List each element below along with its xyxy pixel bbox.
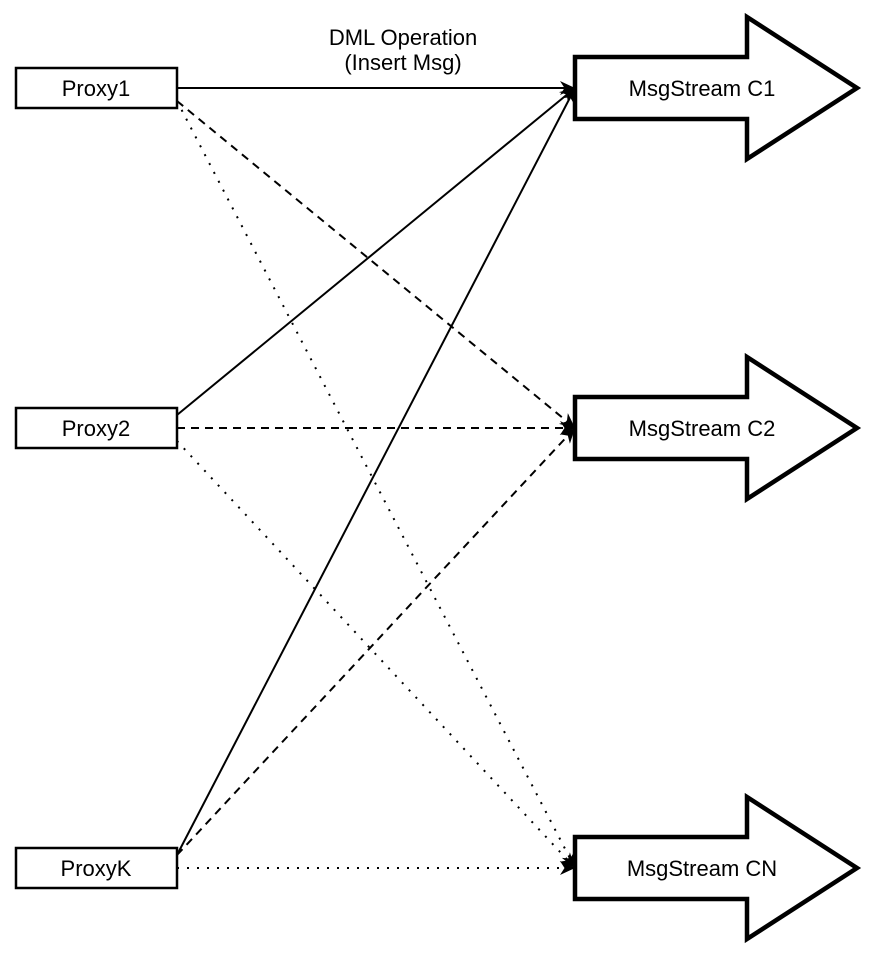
edge-proxyK-c2-dashed [176, 427, 576, 856]
proxyK-box [14, 846, 179, 890]
edges-layer [176, 81, 576, 875]
stream-node-cn: MsgStream CN [572, 792, 862, 944]
stream-node-c1: MsgStream C1 [572, 12, 862, 164]
edge-proxyK-c1-solid [176, 87, 576, 856]
stream-node-c2: MsgStream C2 [572, 352, 862, 504]
proxy1-label: Proxy1 [62, 76, 130, 101]
c1-block-arrow-icon [572, 12, 862, 164]
c2-label: MsgStream C2 [629, 416, 776, 441]
edge-proxy2-cn-dotted [176, 440, 576, 869]
proxy2-box [14, 406, 179, 450]
proxy1-box [14, 66, 179, 110]
proxy-node-proxyK: ProxyK [14, 846, 179, 890]
edge-proxy1-cn-dotted [176, 100, 576, 869]
c1-label: MsgStream C1 [629, 76, 776, 101]
proxy2-label: Proxy2 [62, 416, 130, 441]
proxy-node-proxy1: Proxy1 [14, 66, 179, 110]
annotation-line2: (Insert Msg) [344, 50, 461, 75]
edge-proxy2-c1-solid [176, 87, 576, 416]
annotation-line1: DML Operation [329, 25, 477, 50]
proxyK-label: ProxyK [61, 856, 132, 881]
cn-label: MsgStream CN [627, 856, 777, 881]
c2-block-arrow-icon [572, 352, 862, 504]
proxy-node-proxy2: Proxy2 [14, 406, 179, 450]
cn-block-arrow-icon [572, 792, 862, 944]
edge-proxy1-c2-dashed [176, 100, 576, 429]
